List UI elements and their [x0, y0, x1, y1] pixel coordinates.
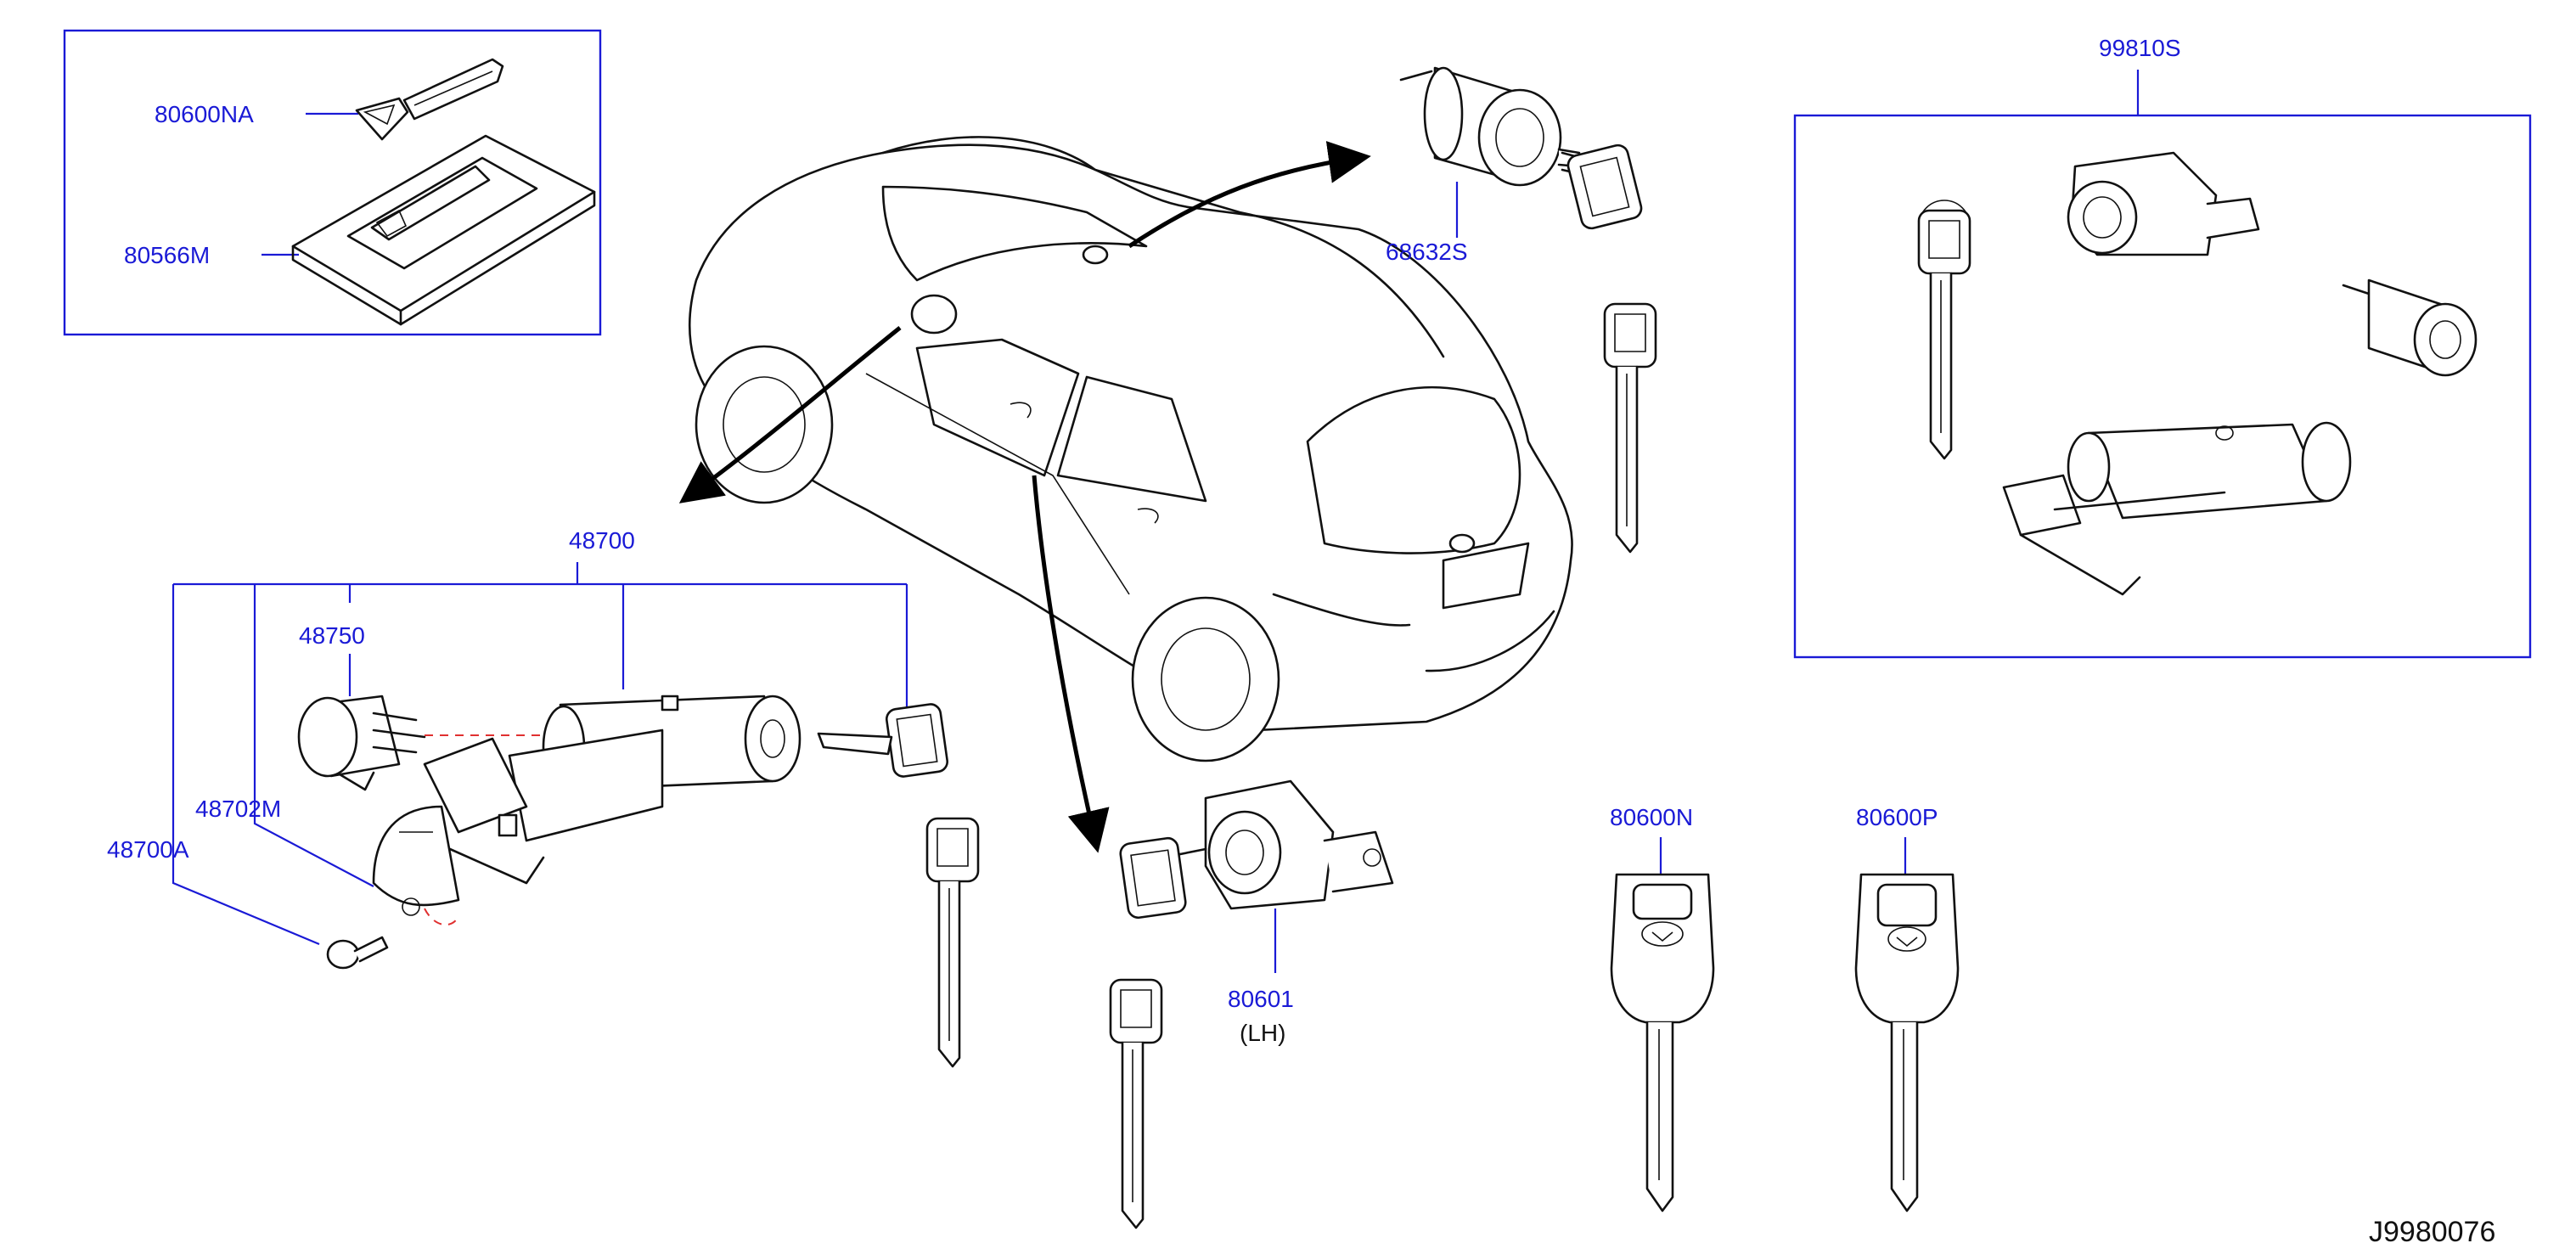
bolt-icon: [326, 936, 389, 970]
door-lock-lh-icon: [1161, 779, 1394, 910]
leader-48702M-branch: [253, 584, 374, 887]
kit-99810S: 99810S: [1793, 35, 2532, 659]
key-blade-icon: [817, 732, 893, 756]
arrow-to-80601: [1032, 475, 1110, 853]
part-80600N: 80600N: [1610, 804, 1715, 1212]
label-80601[interactable]: 80601: [1228, 986, 1294, 1012]
label-80601-side: (LH): [1240, 1020, 1285, 1046]
part-80601: 80601 (LH): [1109, 779, 1394, 1229]
arrow-to-48700: [678, 326, 902, 503]
ignition-key-2-icon: [925, 817, 980, 1068]
key-blank-box-frame: [63, 29, 602, 336]
key-80600P-icon: [1854, 873, 1960, 1212]
label-80566M[interactable]: 80566M: [124, 242, 210, 268]
label-48700A[interactable]: 48700A: [107, 836, 189, 863]
ignition-key-1-icon: [885, 703, 949, 778]
kit-cylinder-icon: [2342, 278, 2478, 377]
kit-key-icon: [1917, 200, 1971, 460]
leader-48700A-branch: [172, 584, 320, 946]
ignition-switch-icon: [297, 695, 426, 791]
diagram-reference-code: J9980076: [2369, 1216, 2495, 1248]
assembly-dash-2: [424, 908, 459, 926]
label-68632S[interactable]: 68632S: [1386, 239, 1468, 265]
back-door-lock-icon: [1399, 66, 1615, 187]
part-68632S: 68632S: [1386, 66, 1657, 554]
key-tag-card-icon: [291, 134, 596, 326]
door-key-2-icon: [1109, 978, 1163, 1229]
label-48700[interactable]: 48700: [569, 527, 635, 554]
vehicle-illustration: [688, 136, 1573, 762]
kit-door-lock-icon: [2067, 151, 2260, 256]
door-key-1-icon: [1119, 836, 1187, 920]
label-80600P[interactable]: 80600P: [1856, 804, 1938, 830]
kit-ignition-icon: [2002, 421, 2352, 596]
kit-box-frame: [1793, 114, 2532, 659]
label-80600N[interactable]: 80600N: [1610, 804, 1693, 830]
key-blank-icon: [355, 58, 504, 141]
label-99810S[interactable]: 99810S: [2099, 35, 2181, 61]
group-48700: 48700 48750 48702M 48700A: [107, 527, 980, 1068]
back-door-key-1-icon: [1566, 143, 1643, 230]
label-48750[interactable]: 48750: [299, 622, 365, 649]
part-80600P: 80600P: [1854, 804, 1960, 1212]
clamp-icon: [372, 805, 460, 916]
steering-lock-icon: [423, 695, 801, 885]
key-blank-box: 80600NA 80566M: [63, 29, 602, 336]
back-door-key-2-icon: [1603, 302, 1657, 554]
key-80600N-icon: [1610, 873, 1715, 1212]
arrow-to-68632S: [1128, 141, 1371, 249]
label-48702M[interactable]: 48702M: [195, 796, 281, 822]
label-80600NA[interactable]: 80600NA: [155, 101, 254, 127]
